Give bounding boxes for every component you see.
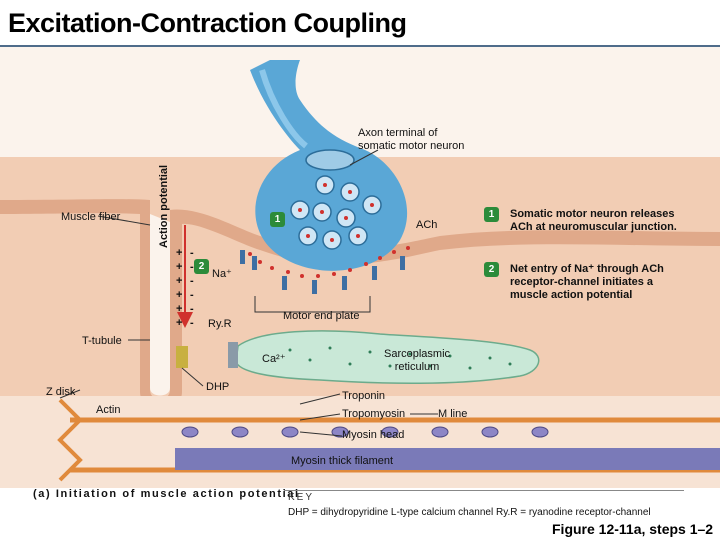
title-bar: Excitation-Contraction Coupling [0,0,720,46]
svg-text:+: + [176,275,182,287]
key-title: KEY [288,492,315,503]
tropomyosin-label: Tropomyosin [342,408,406,420]
svg-text:+: + [176,303,182,315]
svg-text:+: + [176,261,182,273]
axon-highlight [259,69,308,149]
step-1-text-line2: ACh at neuromuscular junction. [510,221,677,233]
page-title: Excitation-Contraction Coupling [8,8,407,38]
ach-label: ACh [416,219,438,231]
membrane-charges: + + + + + + - - - - - - [176,247,194,329]
dhp-channel [176,346,188,368]
t-tubule [150,214,170,396]
z-disk-label: Z disk [46,386,76,398]
sarcoplasmic-reticulum [235,330,540,385]
axon-terminal-label-line1: Axon terminal of [358,127,438,139]
ach-receptor-channels [240,250,405,294]
motor-end-plate-label: Motor end plate [283,310,360,322]
muscle-fiber-label: Muscle fiber [61,211,121,223]
myosin-head-label: Myosin head [342,429,405,441]
key-box [284,490,684,521]
na-label: Na⁺ [212,268,232,280]
svg-text:+: + [176,289,182,301]
vesicle-contents [298,183,374,242]
panel-label: (a) Initiation of muscle action potentia… [33,488,300,500]
step-2-text-line2: receptor-channel initiates a [510,276,654,288]
figure-label: Figure 12-11a, steps 1–2 [552,521,714,537]
z-disk [57,398,83,482]
diagram-step-badge-2: 2 [194,259,209,274]
axon-terminal-label-line2: somatic motor neuron [358,140,465,152]
svg-text:-: - [190,317,194,329]
svg-text:-: - [190,289,194,301]
svg-text:+: + [176,317,182,329]
svg-text:-: - [190,303,194,315]
myosin-heads [181,426,549,438]
ryr-label: Ry.R [208,318,232,330]
sr-label-line1: Sarcoplasmic [384,348,451,360]
myosin-thick-filament-label: Myosin thick filament [291,455,394,467]
excitation-contraction-diagram: + + + + + + - - - - - - [0,47,720,488]
step-2-text: Net entry of Na⁺ through ACh receptor-ch… [510,263,664,302]
key-text: DHP = dihydropyridine L-type calcium cha… [288,507,651,518]
ach-molecules [248,246,410,278]
troponin-label: Troponin [342,390,386,402]
step-2-text-line1: Net entry of Na⁺ through ACh [510,263,664,275]
axon-terminal-label: Axon terminal of somatic motor neuron [358,127,464,153]
step-1-badge: 1 [484,207,499,222]
step-2-text-line3: muscle action potential [510,289,633,301]
svg-text:-: - [190,247,194,259]
myosin-thick-filament [175,448,720,470]
step-2-badge: 2 [484,262,499,277]
action-potential-label: Action potential [158,164,170,248]
sr-label-line2: reticulum [394,361,440,373]
dhp-label: DHP [206,381,230,393]
t-tubule-label: T-tubule [82,335,122,347]
step-1-text: Somatic motor neuron releases ACh at neu… [510,208,677,234]
title-divider [0,45,720,47]
sr-calcium-dots [288,346,512,370]
step-1-text-line1: Somatic motor neuron releases [510,208,675,220]
calcium-label: Ca²⁺ [262,353,286,365]
extracellular-space [0,47,720,157]
svg-text:-: - [190,275,194,287]
ryr-channel [228,342,238,368]
diagram-step-badge-1: 1 [270,212,285,227]
mitochondrion [305,149,355,171]
myofibril-region [0,396,720,488]
actin-label: Actin [96,404,121,416]
m-line-label: M line [438,408,468,420]
svg-text:+: + [176,247,182,259]
sarcoplasmic-reticulum-label: Sarcoplasmic reticulum [384,348,450,374]
svg-text:-: - [190,261,194,273]
leader-lines [59,149,438,437]
